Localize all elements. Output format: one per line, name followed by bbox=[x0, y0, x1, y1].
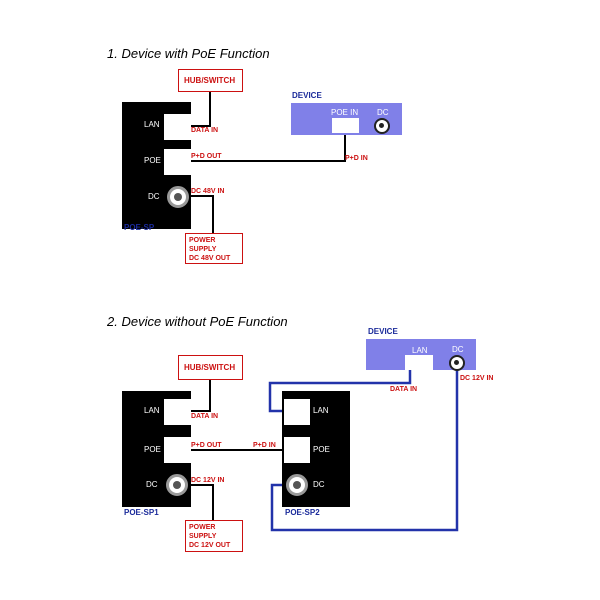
unit1-name: POE-SP1 bbox=[124, 508, 159, 517]
sp1-pd-out-label: P+D OUT bbox=[191, 442, 222, 449]
sp1-poe-label: POE bbox=[144, 445, 161, 454]
poe-sp-unit: LAN POE DC bbox=[122, 102, 191, 229]
poe-port[interactable] bbox=[164, 149, 191, 175]
sp2-poe-port[interactable] bbox=[284, 437, 310, 463]
power-line-1: POWER bbox=[189, 237, 216, 244]
device-box: POE IN DC bbox=[291, 103, 402, 135]
wire-power-to-dc bbox=[190, 195, 214, 233]
sp1-poe-port[interactable] bbox=[164, 437, 191, 463]
sp2-poe-label: POE bbox=[313, 445, 330, 454]
lan-port[interactable] bbox=[164, 114, 191, 140]
sp1-dc-in-label: DC 12V IN bbox=[191, 477, 225, 484]
hub-switch-box: HUB/SWITCH bbox=[178, 69, 243, 92]
sp2-dc-jack-icon[interactable] bbox=[286, 474, 308, 496]
sp2-lan-label: LAN bbox=[313, 406, 329, 415]
poe-sp2-unit: LAN POE DC bbox=[282, 391, 350, 507]
dc-in-label: DC 48V IN bbox=[191, 188, 225, 195]
device-poe-port[interactable] bbox=[332, 118, 359, 133]
sp2-pd-in-label: P+D IN bbox=[253, 442, 276, 449]
sp1-dc-label: DC bbox=[146, 480, 158, 489]
sp1-data-in-label: DATA IN bbox=[191, 413, 219, 420]
device2-box: LAN DC bbox=[366, 339, 476, 371]
device2-title: DEVICE bbox=[368, 327, 398, 336]
hub-switch-label: HUB/SWITCH bbox=[184, 76, 236, 85]
device2-data-in-label: DATA IN bbox=[390, 386, 418, 393]
port-dc-label: DC bbox=[148, 192, 160, 201]
sp2-dc-label: DC bbox=[313, 480, 325, 489]
port-poe-label: POE bbox=[144, 156, 161, 165]
unit-name: POE-SP bbox=[124, 223, 155, 232]
power-supply-box: POWER SUPPLY DC 48V OUT bbox=[185, 233, 243, 264]
device-dc-label: DC bbox=[377, 108, 389, 117]
hub-switch-box-2: HUB/SWITCH bbox=[178, 355, 243, 380]
device2-lan-label: LAN bbox=[412, 346, 428, 355]
device2-dc-12v-in-label: DC 12V IN bbox=[460, 375, 494, 382]
power2-line-2: SUPPLY bbox=[189, 533, 217, 540]
poe-sp1-unit: LAN POE DC bbox=[122, 391, 191, 507]
device-title: DEVICE bbox=[292, 91, 322, 100]
port-lan-label: LAN bbox=[144, 120, 160, 129]
power-line-3: DC 48V OUT bbox=[189, 255, 231, 262]
sp1-lan-label: LAN bbox=[144, 406, 160, 415]
device-dc-jack-icon[interactable] bbox=[374, 118, 390, 134]
dc-jack-icon[interactable] bbox=[167, 186, 189, 208]
device2-lan-port[interactable] bbox=[405, 355, 433, 370]
power2-line-3: DC 12V OUT bbox=[189, 542, 231, 549]
pd-in-label: P+D IN bbox=[345, 155, 368, 162]
power-supply-box-2: POWER SUPPLY DC 12V OUT bbox=[185, 520, 243, 552]
pd-out-label: P+D OUT bbox=[191, 153, 222, 160]
sp1-dc-jack-icon[interactable] bbox=[166, 474, 188, 496]
device2-dc-label: DC bbox=[452, 345, 464, 354]
hub-switch-label-2: HUB/SWITCH bbox=[184, 363, 236, 372]
wire-power-to-dc-2 bbox=[190, 484, 214, 520]
wire-lan-to-device-lan bbox=[268, 370, 412, 413]
data-in-label: DATA IN bbox=[191, 127, 219, 134]
sp1-lan-port[interactable] bbox=[164, 399, 191, 425]
power2-line-1: POWER bbox=[189, 524, 216, 531]
wire-hub-to-lan-2 bbox=[190, 380, 211, 412]
unit2-name: POE-SP2 bbox=[285, 508, 320, 517]
power-line-2: SUPPLY bbox=[189, 246, 217, 253]
wire-dc-to-device-dc bbox=[270, 365, 459, 532]
section2-title: 2. Device without PoE Function bbox=[107, 314, 288, 329]
device-poe-in-label: POE IN bbox=[331, 108, 359, 117]
wire-hub-to-lan bbox=[190, 92, 211, 127]
device2-dc-jack-icon[interactable] bbox=[449, 355, 465, 371]
sp2-lan-port[interactable] bbox=[284, 399, 310, 425]
section1-title: 1. Device with PoE Function bbox=[107, 46, 270, 61]
wire-poe-to-device bbox=[190, 133, 346, 162]
